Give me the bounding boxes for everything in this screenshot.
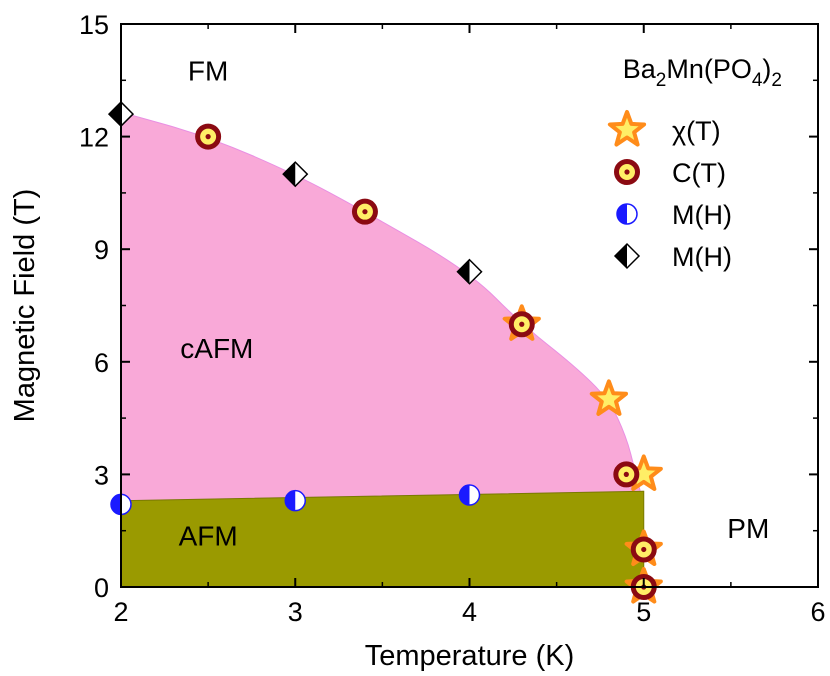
x-tick-label: 6 (810, 597, 825, 627)
region-label-cafm: cAFM (180, 333, 253, 364)
compound-sub1: 2 (656, 70, 667, 91)
half-diamond-fill (283, 162, 296, 187)
x-tick-label: 5 (636, 597, 651, 627)
y-tick-label: 3 (94, 460, 109, 490)
compound-close: ) (762, 54, 771, 84)
x-tick-label: 4 (462, 597, 477, 627)
star-marker-shape (589, 379, 629, 416)
bullseye-dot (623, 471, 629, 477)
legend-label-3: M(H) (672, 242, 732, 272)
y-tick-label: 9 (94, 235, 109, 265)
half-diamond-fill (457, 259, 470, 284)
legend-label-2: M(H) (672, 200, 732, 230)
half-circle-fill (617, 204, 627, 224)
half-circle-fill (110, 494, 121, 515)
data-point-half-diamond-3-1 (282, 161, 309, 188)
data-point-half-circle-2-1 (284, 489, 306, 512)
bullseye-dot (641, 546, 647, 553)
compound-sub2: 4 (752, 70, 763, 91)
half-diamond-fill (615, 244, 627, 268)
legend-marker-0 (607, 110, 647, 147)
data-point-bullseye-1-1 (351, 198, 378, 225)
data-point-half-diamond-3-2 (456, 258, 483, 285)
legend-label-1: C(T) (672, 158, 726, 188)
region-cafm (120, 111, 644, 502)
region-label-fm: FM (188, 55, 228, 86)
region-label-pm: PM (727, 513, 769, 544)
half-circle-fill (285, 490, 296, 511)
bullseye-dot (624, 169, 630, 175)
legend-label-0: χ(T) (672, 116, 721, 146)
data-point-star-0-1 (589, 379, 629, 416)
bullseye-dot (519, 321, 525, 327)
data-point-half-circle-2-2 (458, 484, 481, 506)
bullseye-dot (205, 134, 211, 140)
y-tick-label: 0 (94, 573, 109, 603)
y-tick-label: 15 (79, 10, 109, 40)
data-point-bullseye-1-3 (613, 461, 640, 488)
compound-base: Ba (623, 54, 657, 84)
half-circle-fill (459, 485, 470, 506)
y-tick-label: 6 (94, 348, 109, 378)
legend-marker-2 (616, 203, 638, 225)
y-tick-label: 12 (79, 123, 109, 153)
bullseye-dot (362, 209, 368, 215)
ticks-layer: 2 3 4 5 6 0 3 6 9 12 15 (79, 10, 826, 627)
x-tick-label: 3 (288, 597, 303, 627)
y-axis-label: Magnetic Field (T) (9, 189, 41, 423)
x-tick-label: 2 (113, 597, 128, 627)
compound-mid: Mn(PO (666, 54, 752, 84)
regions-layer: FM cAFM AFM PM (120, 55, 769, 588)
marks-layer (107, 101, 663, 604)
legend-marker-1 (614, 159, 640, 185)
compound-label: Ba2Mn(PO4)2 (623, 54, 782, 91)
x-axis-label: Temperature (K) (365, 640, 575, 672)
legend-marker-3 (613, 242, 641, 270)
data-point-bullseye-1-2 (508, 311, 535, 338)
data-point-bullseye-1-4 (630, 536, 657, 563)
data-point-bullseye-1-0 (195, 123, 222, 150)
compound-sub3: 2 (771, 70, 782, 91)
star-marker-shape (607, 110, 647, 147)
half-diamond-fill (109, 102, 121, 127)
region-label-afm: AFM (179, 521, 238, 552)
legend: χ(T) C(T) M(H) M(H) (607, 110, 732, 272)
